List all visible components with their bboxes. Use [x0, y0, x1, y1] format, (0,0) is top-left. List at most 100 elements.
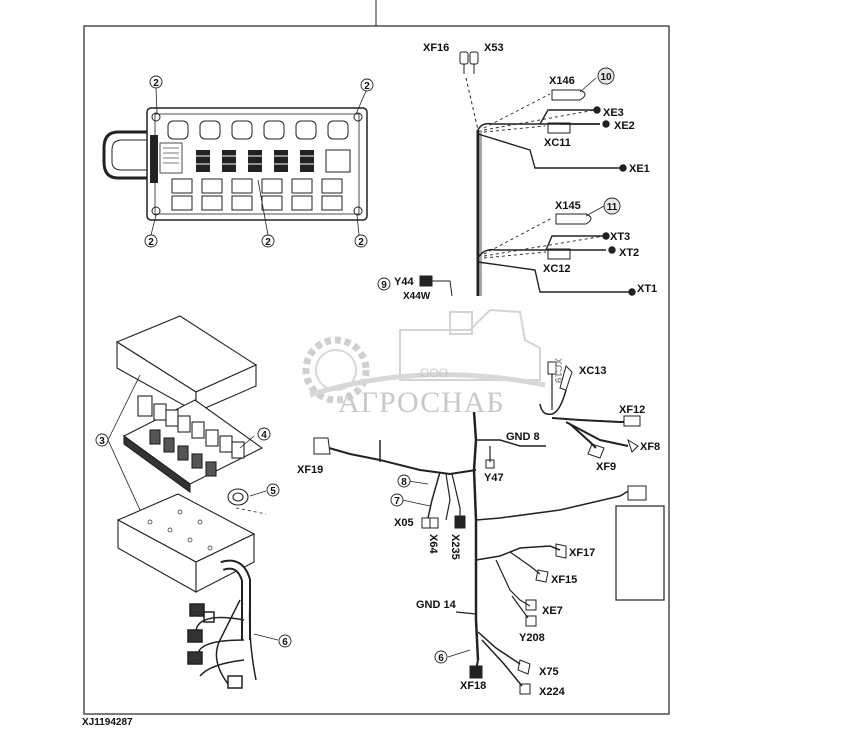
- connector-x145: [555, 213, 592, 225]
- label-x05: X05: [394, 517, 414, 529]
- label-xt1: XT1: [637, 283, 657, 295]
- label-xc11: XC11: [544, 137, 571, 149]
- callout-9: 9: [381, 280, 387, 291]
- label-x44w: X44W: [403, 291, 431, 302]
- label-xf17: XF17: [569, 547, 595, 559]
- fuse-box-sockets: [167, 120, 349, 140]
- callout-5: 5: [270, 486, 276, 497]
- connector-x05: [421, 517, 431, 529]
- label-x75: X75: [539, 666, 559, 678]
- connector-xf17: [555, 543, 567, 559]
- callout-2: 2: [148, 237, 154, 248]
- label-xf19: XF19: [297, 464, 323, 476]
- screw: [151, 112, 161, 122]
- connector-xf19: [313, 437, 331, 455]
- fuse-box-top-view: [102, 107, 368, 221]
- label-y208: Y208: [519, 632, 545, 644]
- callout-11: 11: [607, 202, 618, 213]
- lower-harness: [313, 361, 665, 695]
- watermark: ООО АГРОСНАБ: [302, 308, 546, 419]
- connector-xf16: [459, 51, 469, 65]
- label-xt2: XT2: [619, 247, 639, 259]
- connector-xc11: [547, 122, 571, 134]
- label-xf9: XF9: [596, 461, 616, 473]
- connector-y47: [485, 459, 495, 469]
- callout-10: 10: [600, 72, 612, 83]
- connector-y44: [419, 275, 433, 287]
- callout-circles: [95, 67, 621, 664]
- connector-xf15: [535, 569, 549, 583]
- callout-7: 7: [394, 496, 400, 507]
- connector-xf18: [469, 665, 483, 679]
- drawing-reference: XJ1194287: [82, 717, 133, 728]
- label-y44: Y44: [394, 276, 414, 288]
- label-x53: X53: [484, 42, 504, 54]
- connector-labels: XF16 X53 X146 XE3 XE2 XC11 XE1 X145 XT3 …: [297, 42, 660, 698]
- label-xc19: XC19: [552, 358, 563, 383]
- callout-2: 2: [364, 81, 370, 92]
- label-xc13: XC13: [579, 365, 607, 377]
- label-xf8: XF8: [640, 441, 660, 453]
- connector-xc12: [547, 248, 571, 260]
- connector-x146: [551, 89, 586, 101]
- label-y47: Y47: [484, 472, 504, 484]
- connector-x224: [519, 683, 531, 695]
- label-x64: X64: [427, 534, 439, 554]
- connector-x235: [454, 515, 466, 529]
- label-x224: X224: [539, 686, 566, 698]
- callout-2: 2: [358, 237, 364, 248]
- callout-2: 2: [153, 78, 159, 89]
- connector-ecu: [627, 485, 647, 501]
- fuse-box-side-strip: [150, 135, 158, 183]
- callout-2: 2: [265, 237, 271, 248]
- terminal-xt3: [602, 232, 610, 240]
- terminal-xe3: [593, 106, 601, 114]
- terminal-xt2: [608, 246, 616, 254]
- label-xe2: XE2: [614, 120, 635, 132]
- label-xf18: XF18: [460, 680, 486, 692]
- connector-xf9: [587, 443, 605, 459]
- label-xe3: XE3: [603, 107, 624, 119]
- label-xe7: XE7: [542, 605, 563, 617]
- label-xe1: XE1: [629, 163, 650, 175]
- callout-3: 3: [99, 436, 105, 447]
- diagram-frame: [83, 25, 670, 715]
- watermark-harvester-icon: [399, 308, 541, 381]
- label-x145: X145: [555, 200, 581, 212]
- connector-x53: [469, 51, 479, 65]
- control-unit-box: [615, 505, 665, 601]
- label-xf16: XF16: [423, 42, 449, 54]
- label-xf12: XF12: [619, 404, 645, 416]
- connector-xf8: [627, 438, 639, 453]
- watermark-small-text: ООО: [420, 366, 448, 380]
- label-gnd8: GND 8: [506, 431, 540, 443]
- connector-xf12: [623, 415, 641, 427]
- upper-right-harness: [419, 51, 636, 297]
- callout-8: 8: [401, 477, 407, 488]
- terminal-xe2: [602, 120, 610, 128]
- relay-grid: [171, 178, 343, 211]
- connector-y208: [525, 615, 537, 627]
- connector-x64: [429, 517, 439, 529]
- connector-xe7: [525, 599, 537, 611]
- label-xc12: XC12: [543, 263, 571, 275]
- harness-bundle: [187, 599, 257, 689]
- screw: [353, 112, 363, 122]
- callout-6: 6: [282, 637, 288, 648]
- enclosure-exploded-view: [115, 315, 264, 689]
- watermark-gear-icon: [302, 336, 370, 404]
- screw: [353, 206, 363, 216]
- callout-6: 6: [438, 653, 444, 664]
- label-gnd14: GND 14: [416, 599, 457, 611]
- board-relays: [137, 395, 245, 477]
- label-xt3: XT3: [610, 231, 630, 243]
- callout-4: 4: [261, 430, 267, 441]
- fuse-box-handle: [102, 130, 148, 180]
- watermark-big-text: АГРОСНАБ: [338, 386, 505, 419]
- terminal-xe1: [619, 164, 627, 172]
- label-x235: X235: [449, 534, 461, 560]
- terminal-xt1: [628, 288, 636, 296]
- label-xf15: XF15: [551, 574, 577, 586]
- connector-x75: [517, 659, 531, 675]
